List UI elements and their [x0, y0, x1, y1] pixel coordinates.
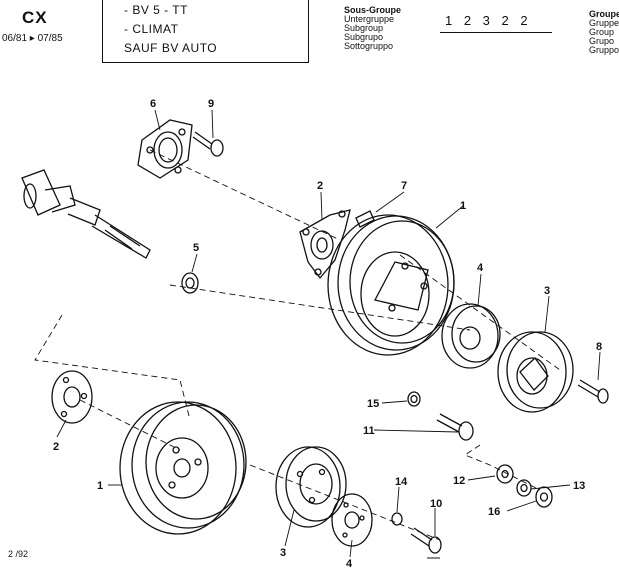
part-12-bushing: [496, 464, 514, 484]
applicability-line-3: SAUF BV AUTO: [124, 41, 218, 55]
callout-4-lower: 4: [346, 558, 353, 569]
applicability-line-2: - CLIMAT: [124, 22, 179, 36]
part-9-screw: [192, 131, 224, 157]
callout-16: 16: [488, 506, 500, 518]
callout-13: 13: [573, 480, 585, 492]
part-1-pulley-lower: [119, 401, 247, 535]
part-6-flange: [137, 119, 193, 179]
part-4-plate-lower: [331, 493, 373, 547]
callout-4-upper: 4: [477, 262, 484, 274]
part-3-pulley-lower: [275, 446, 347, 528]
page-reference: 2 /92: [8, 549, 29, 559]
subgroup-label-es: Subgrupo: [344, 32, 384, 42]
callout-2-upper: 2: [317, 180, 323, 192]
callout-1-upper: 1: [460, 200, 466, 212]
part-7-pin: [355, 210, 375, 228]
part-11-bolt: [436, 413, 474, 441]
header: CX 06/81 ▸ 07/85 - BV 5 - TT - CLIMAT SA…: [0, 0, 619, 70]
callout-2-lower: 2: [53, 441, 59, 453]
applicability-box: [102, 0, 309, 63]
applicability-line-1: - BV 5 - TT: [124, 3, 188, 17]
assembly-axis-lines: [34, 149, 561, 541]
callout-8: 8: [596, 341, 602, 353]
part-4-spacer-upper: [441, 303, 501, 369]
callout-9: 9: [208, 98, 214, 110]
callout-10: 10: [430, 498, 442, 510]
callout-1-lower: 1: [97, 480, 103, 492]
part-13-washer: [516, 479, 532, 497]
callout-12: 12: [453, 475, 465, 487]
callout-3-upper: 3: [544, 285, 550, 297]
part-16-nut: [535, 486, 553, 508]
callout-numbers: 6 9 2 7 1 5 4 3 8 15 11 2 1 3 4 14 10 12…: [53, 98, 602, 569]
group-label-fr: Groupe: [589, 9, 619, 19]
subgroup-label-de: Untergruppe: [344, 14, 395, 24]
leader-lines: [56, 109, 601, 558]
subgroup-code-underline: [440, 32, 552, 33]
part-10-bolt: [410, 527, 442, 554]
callout-11: 11: [363, 425, 375, 437]
callout-7: 7: [401, 180, 407, 192]
group-label-de: Gruppe: [589, 18, 619, 28]
subgroup-label-en: Subgroup: [344, 23, 384, 33]
group-label-it: Gruppo: [589, 45, 619, 55]
crankshaft-nose: [21, 169, 151, 259]
callout-3-lower: 3: [280, 547, 286, 559]
callout-5: 5: [193, 242, 199, 254]
part-14-washer: [391, 512, 403, 526]
part-15-washer: [407, 391, 421, 407]
callout-14: 14: [395, 476, 408, 488]
group-label-es: Grupo: [589, 36, 615, 46]
callout-15: 15: [367, 398, 379, 410]
part-1-pulley-upper: [327, 214, 455, 356]
part-3-pulley-upper: [497, 331, 574, 413]
part-2-hub-upper: [299, 209, 351, 280]
part-5-washer: [181, 272, 199, 294]
part-2-hub-lower: [51, 370, 93, 424]
part-8-screw: [577, 379, 609, 404]
production-dates: 06/81 ▸ 07/85: [2, 33, 63, 44]
subgroup-code: 1 2 3 2 2: [445, 13, 532, 28]
subgroup-label-fr: Sous-Groupe: [344, 5, 402, 15]
vehicle-model: CX: [22, 8, 48, 27]
callout-6: 6: [150, 98, 156, 110]
group-label-en: Group: [589, 27, 615, 37]
subgroup-label-it: Sottogruppo: [344, 41, 394, 51]
